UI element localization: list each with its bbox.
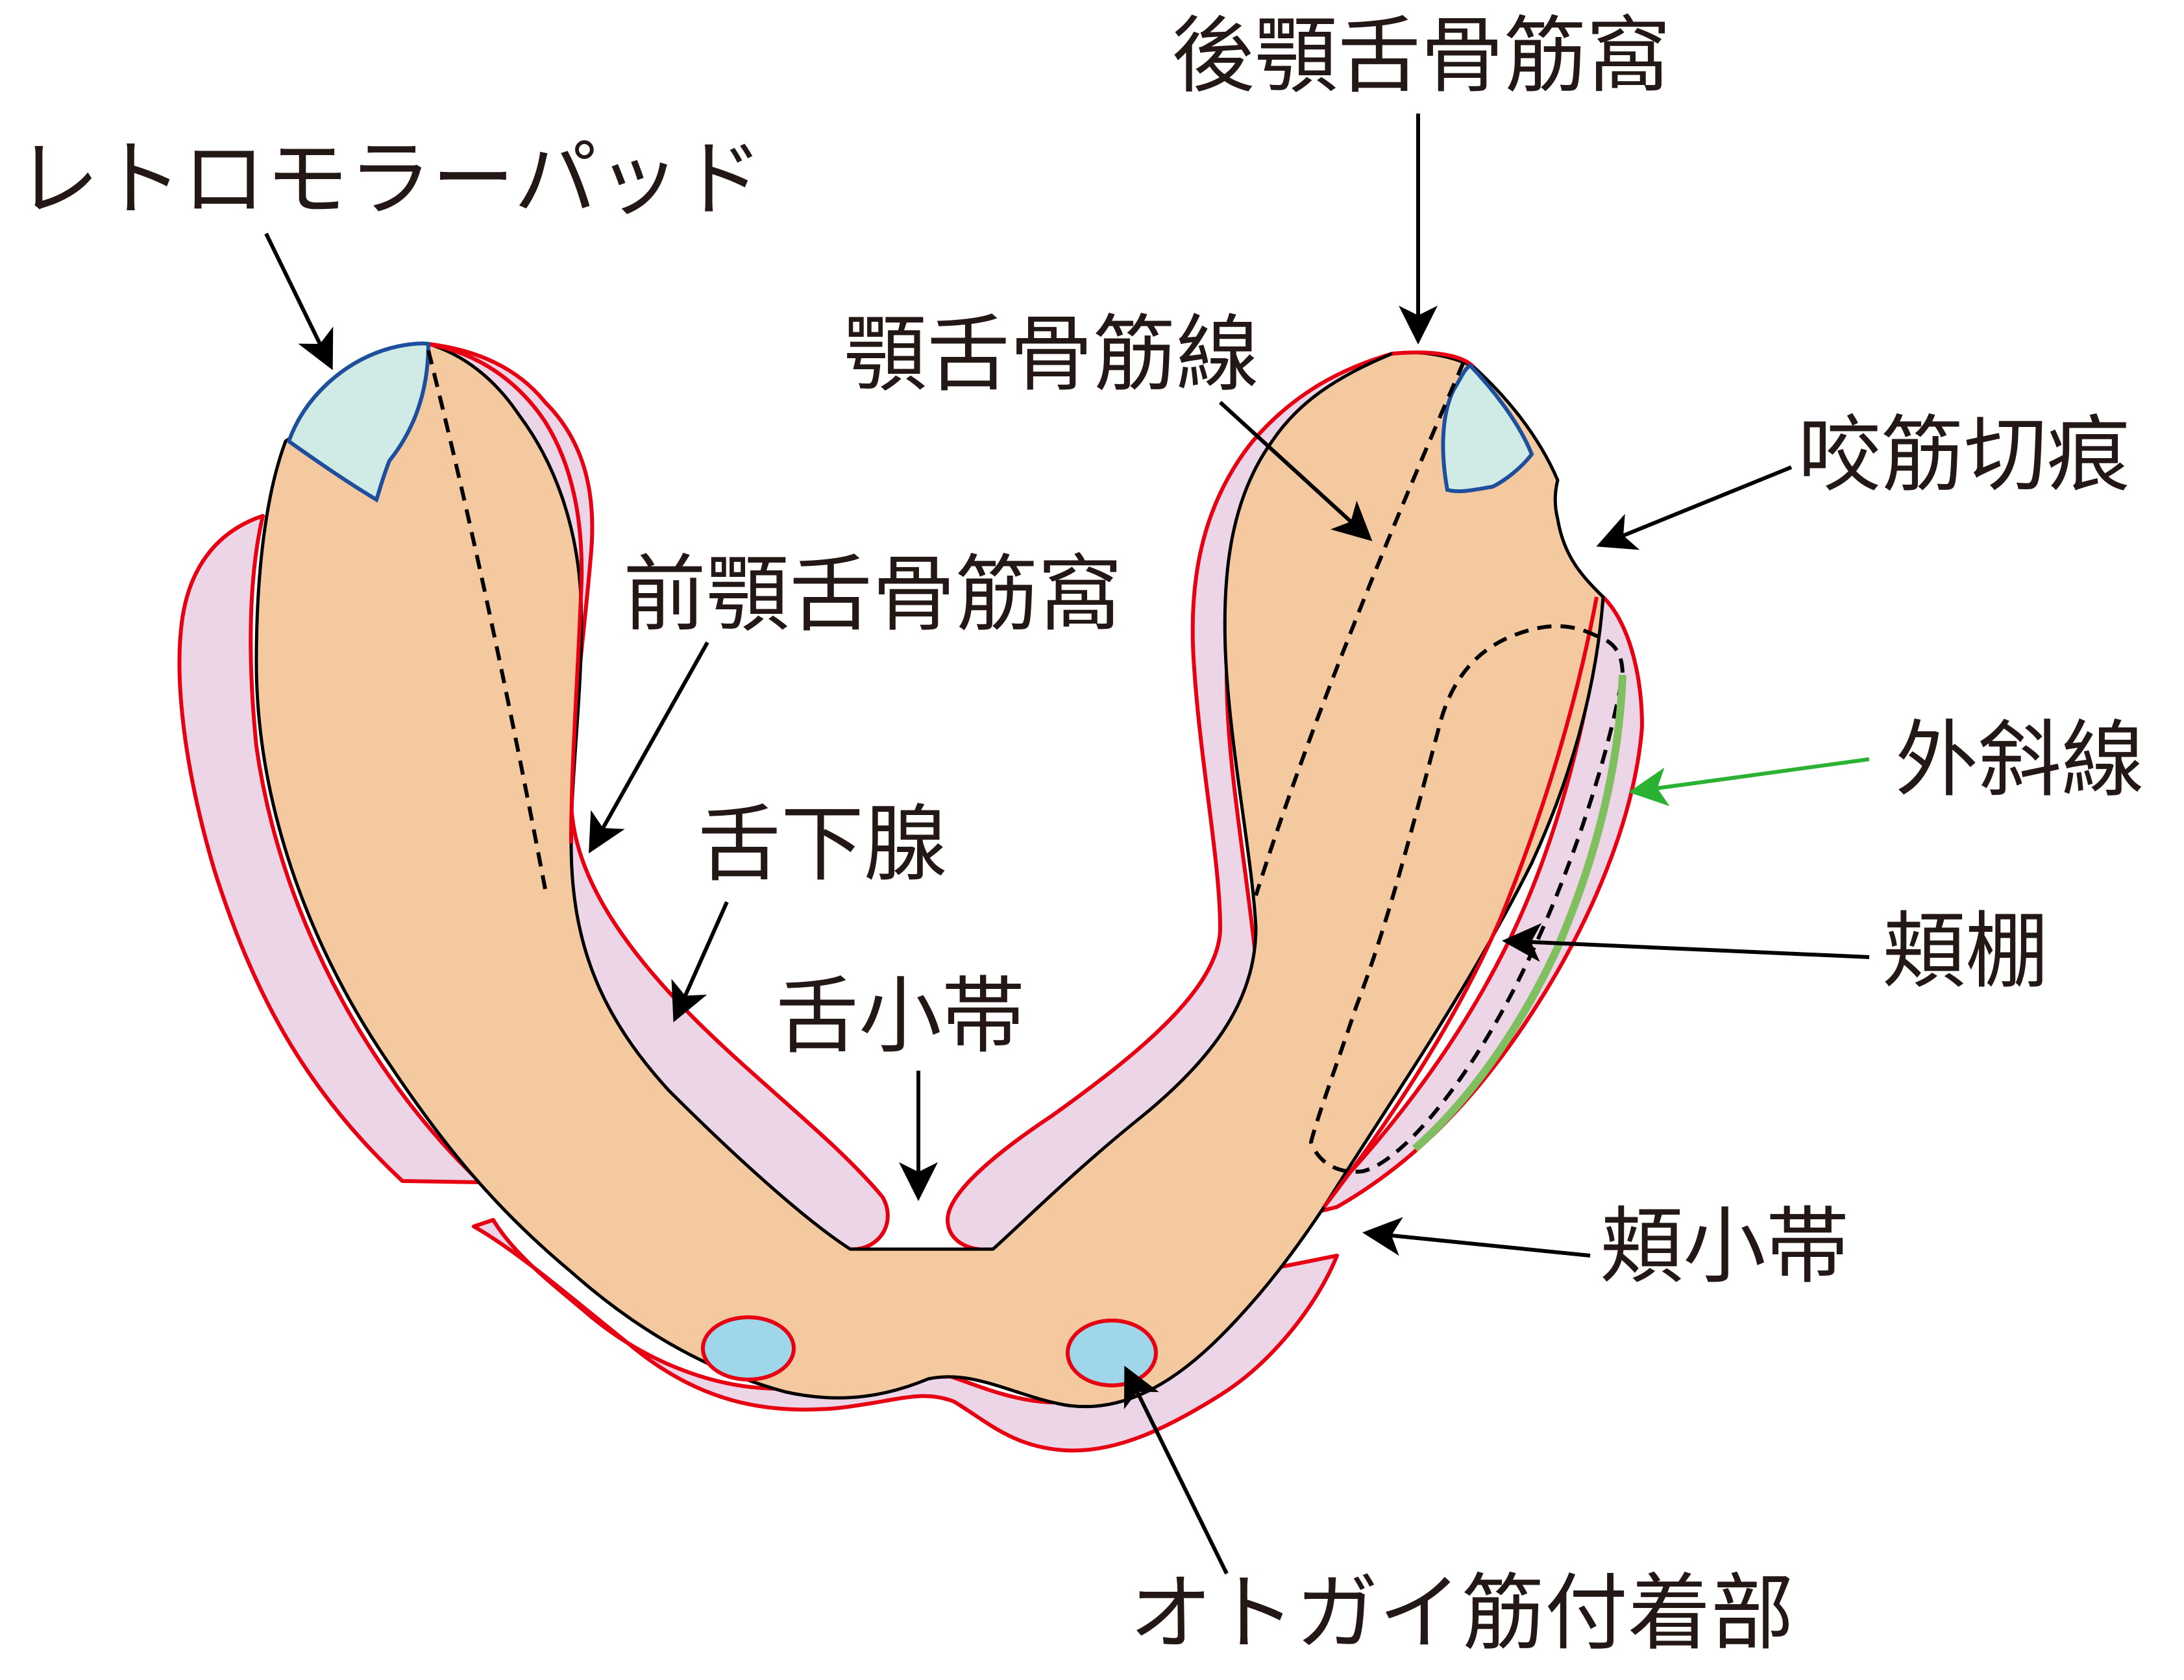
left-retromolar-pad — [286, 341, 431, 503]
arrow-buccal-shelf — [1502, 923, 1870, 962]
dashed-lines — [426, 350, 1625, 1174]
arrow-mylohyoid-line — [1218, 400, 1373, 542]
arrow-anterior-mylohyoid-fossa — [589, 641, 709, 854]
arrow-sublingual-gland — [671, 901, 729, 1023]
left-mylohyoid-line — [426, 350, 547, 890]
left-buccal-mucosa — [177, 514, 482, 1184]
label-mylohyoid-line: 顎舌骨筋線 — [844, 306, 1259, 403]
label-buccal-shelf: 頬棚 — [1882, 903, 2048, 1000]
arrow-retromolar-pad — [264, 232, 334, 371]
right-mylohyoid-line — [1254, 361, 1466, 896]
residual-ridge — [254, 342, 1605, 1409]
label-buccal-frenum: 頬小帯 — [1600, 1199, 1849, 1295]
arrow-buccal-frenum — [1362, 1217, 1591, 1258]
label-retromolar-pad: レトロモラーパッド — [16, 131, 763, 228]
label-posterior-mylohyoid-fossa: 後顎舌骨筋窩 — [1172, 8, 1670, 104]
arrow-external-oblique-line — [1628, 757, 1870, 807]
arrow-masseter-notch — [1596, 465, 1793, 550]
label-masseter-notch: 咬筋切痕 — [1798, 407, 2130, 504]
labels: レトロモラーパッド 後顎舌骨筋窩 顎舌骨筋線 咬筋切痕 前顎舌骨筋窩 外斜線 舌… — [16, 8, 2144, 1662]
label-genioglossus-attachment: オトガイ筋付着部 — [1129, 1565, 1794, 1662]
buccal-shelf-outline — [1308, 624, 1625, 1174]
label-lingual-frenum: 舌小帯 — [776, 968, 1025, 1065]
right-genioglossus-attachment — [1066, 1319, 1158, 1387]
ridge-red-borders — [428, 342, 1599, 1208]
label-sublingual-gland: 舌下腺 — [698, 796, 947, 893]
arrows — [264, 114, 1870, 1575]
label-anterior-mylohyoid-fossa: 前顎舌骨筋窩 — [623, 546, 1122, 643]
left-genioglossus-attachment — [701, 1315, 796, 1382]
external-oblique-line-mark — [1412, 674, 1626, 1152]
arrow-genioglossus-attachment — [1123, 1365, 1229, 1575]
label-external-oblique-line: 外斜線 — [1895, 712, 2144, 809]
